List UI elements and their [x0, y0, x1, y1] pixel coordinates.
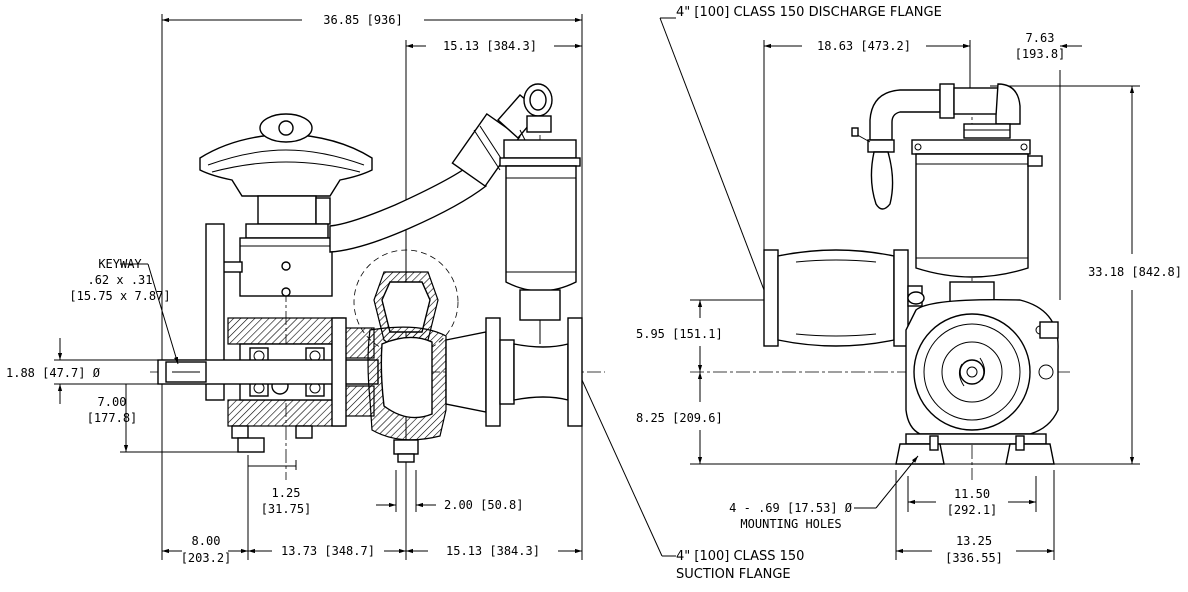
air-release-cylinder: [499, 139, 581, 344]
side-offset-mm: [193.8]: [1015, 47, 1066, 61]
upper-height-dim: 5.95 [151.1]: [636, 327, 723, 341]
base-inner-in: 11.50: [954, 487, 990, 501]
foot-offset-in: 1.25: [272, 486, 301, 500]
top-right-offset-dim: 15.13 [384.3]: [443, 39, 537, 53]
shaft-ext-in: 8.00: [192, 534, 221, 548]
side-cylinder: [911, 139, 1043, 303]
bypass-piping: [329, 83, 553, 253]
front-dimensions: 36.85 [936] 15.13 [384.3] KEYWAY .62 x .…: [6, 13, 804, 582]
volute-casing: [353, 249, 459, 463]
base-outer-mm: [336.55]: [945, 551, 1003, 565]
mounting-holes-dim: 4 - .69 [17.53] Ø: [729, 501, 853, 515]
keyway-size-mm: [15.75 x 7.87]: [69, 289, 170, 303]
base-inner-mm: [292.1]: [947, 503, 998, 517]
gear-operator: [199, 113, 373, 297]
suction-flange-label-2: SUCTION FLANGE: [676, 567, 791, 582]
side-dimensions: 4" [100] CLASS 150 DISCHARGE FLANGE 18.6…: [636, 5, 1182, 565]
foot-offset-mm: [31.75]: [261, 502, 312, 516]
side-offset-in: 7.63: [1026, 31, 1055, 45]
side-width-dim: 18.63 [473.2]: [817, 39, 911, 53]
shaft-height-in: 7.00: [98, 395, 127, 409]
keyway-size: .62 x .31: [87, 273, 152, 287]
shaft-height-mm: [177.8]: [87, 411, 138, 425]
suction-nozzle-flanges: [445, 317, 583, 427]
base-outer-in: 13.25: [956, 534, 992, 548]
shaft-ext-mm: [203.2]: [181, 551, 232, 565]
suction-flange-label-1: 4" [100] CLASS 150: [676, 549, 804, 564]
front-section-view: [150, 14, 605, 560]
overall-height-dim: 33.18 [842.8]: [1088, 265, 1182, 279]
handwheel: [205, 223, 225, 401]
side-view: [690, 40, 1140, 480]
side-pump-body: [905, 299, 1059, 435]
side-base-feet: [895, 433, 1055, 465]
overall-length-dim: 36.85 [936]: [323, 13, 402, 27]
lower-height-dim: 8.25 [209.6]: [636, 411, 723, 425]
bottom-right-span-dim: 15.13 [384.3]: [446, 544, 540, 558]
mid-span-dim: 13.73 [348.7]: [281, 544, 375, 558]
discharge-flange-label: 4" [100] CLASS 150 DISCHARGE FLANGE: [676, 5, 942, 20]
side-discharge-pipe: [763, 249, 925, 347]
mounting-holes-label: MOUNTING HOLES: [740, 517, 841, 531]
side-elbow-piping: [851, 83, 1021, 210]
shaft-diameter-dim: 1.88 [47.7] Ø: [6, 366, 101, 380]
foot-gap-dim: 2.00 [50.8]: [444, 498, 523, 512]
